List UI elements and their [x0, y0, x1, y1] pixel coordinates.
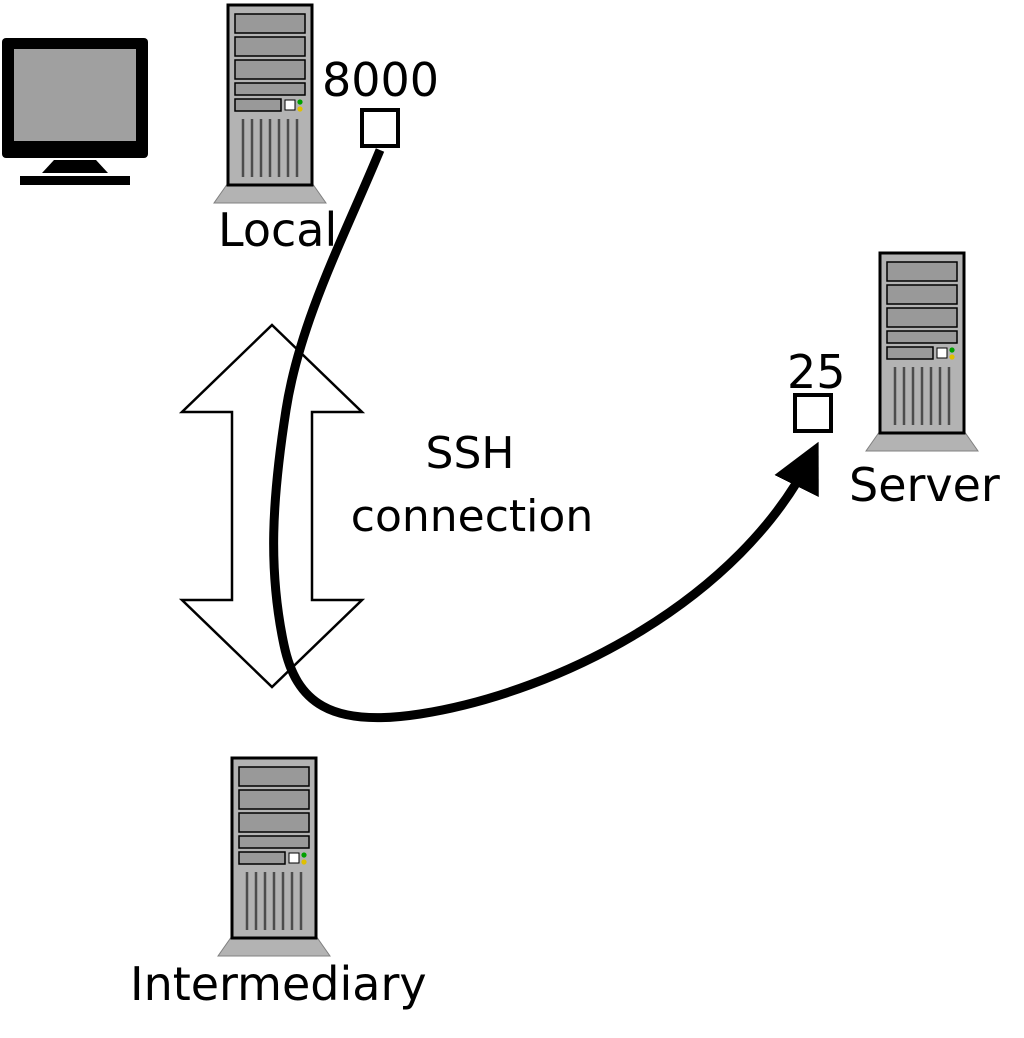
intermediary-computer-icon	[216, 756, 332, 958]
server-port-square	[793, 393, 833, 433]
server-port-label: 25	[787, 345, 846, 399]
local-port-label: 8000	[322, 53, 439, 107]
server-icon	[864, 251, 980, 453]
tunnel-curve	[269, 148, 819, 723]
monitor-icon	[2, 38, 148, 185]
server-label: Server	[849, 458, 1000, 512]
local-computer-icon	[212, 3, 328, 205]
ssh-label-line2: connection	[351, 491, 593, 542]
ssh-label-line1: SSH	[426, 428, 515, 479]
local-port-square	[360, 108, 400, 148]
local-label: Local	[218, 203, 337, 257]
intermediary-label: Intermediary	[130, 957, 427, 1011]
